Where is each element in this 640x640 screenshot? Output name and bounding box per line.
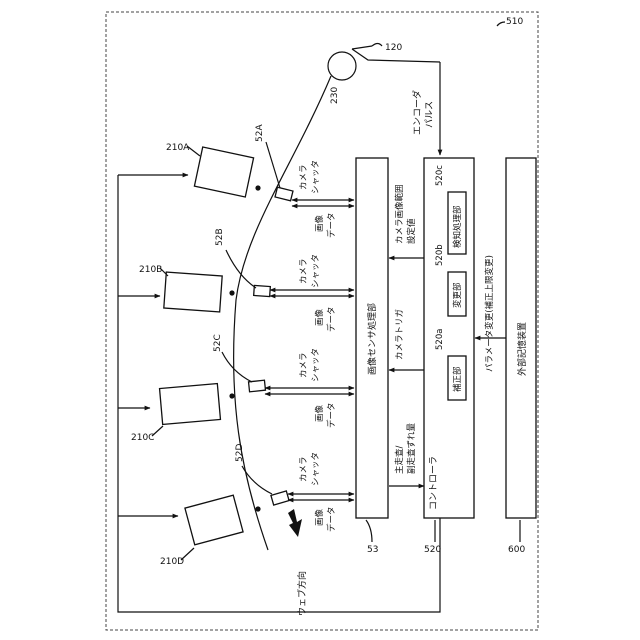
imgdata-label-c-1: 画像 — [314, 404, 325, 422]
shutter-label-d-1: カメラ — [299, 456, 309, 482]
label-210D: 210D — [160, 557, 184, 567]
ref-53: 53 — [367, 545, 378, 555]
shutter-label-a-1: カメラ — [299, 164, 309, 190]
web-point-a — [255, 185, 260, 190]
ref-520a: 520a — [435, 329, 445, 350]
scan-shift-label-1: 主走査/ — [394, 445, 405, 474]
shutter-label-a-2: シャッタ — [311, 160, 321, 194]
controller-label: コントローラ — [428, 456, 439, 510]
web-upper-line — [352, 46, 372, 49]
camera-trigger-label: カメラトリガ — [394, 308, 405, 360]
imgdata-label-a-1: 画像 — [314, 214, 325, 232]
imgdata-label-d-1: 画像 — [314, 508, 325, 526]
ref-520: 520 — [424, 545, 441, 555]
param-change-label: パラメータ変更(補正上限変更) — [484, 255, 495, 372]
imgdata-label-a-2: データ — [326, 212, 337, 238]
shutter-label-d-2: シャッタ — [311, 452, 321, 486]
ref-600: 600 — [508, 545, 525, 555]
camera-210C — [160, 384, 221, 425]
label-210A: 210A — [166, 143, 190, 153]
sensor-52A — [275, 187, 293, 201]
ref-230: 230 — [330, 87, 340, 104]
camera-210D — [185, 495, 243, 545]
web-point-c — [229, 393, 234, 398]
imgdata-label-d-2: データ — [326, 506, 337, 532]
web-point-b — [229, 290, 234, 295]
sensor-52B — [254, 285, 271, 296]
shutter-label-c-1: カメラ — [299, 352, 309, 378]
imgdata-label-c-2: データ — [326, 402, 337, 428]
web-direction-arrow — [288, 509, 302, 537]
scan-shift-label-2: 副走査ずれ量 — [406, 422, 417, 474]
label-52A: 52A — [255, 124, 265, 142]
shutter-label-b-2: シャッタ — [311, 254, 321, 288]
imgdata-label-b-2: データ — [326, 306, 337, 332]
range-setting-label-1: カメラ画像範囲 — [394, 184, 405, 244]
label-52D: 52D — [235, 444, 245, 462]
web-point-d — [255, 506, 260, 511]
shutter-label-b-1: カメラ — [299, 258, 309, 284]
label-52B: 52B — [215, 228, 225, 246]
encoder-pulse-label-2: パルス — [424, 101, 435, 128]
sensor-52D — [271, 491, 289, 505]
web-direction-label: ウェブ方向 — [296, 571, 308, 616]
camera-210B — [164, 272, 222, 312]
ref-520c: 520c — [435, 165, 445, 186]
detection-unit-label: 検知処理部 — [452, 205, 463, 248]
roller-230 — [328, 52, 356, 80]
label-210C: 210C — [131, 433, 154, 443]
image-sensor-processor-label: 画像センサ処理部 — [366, 303, 378, 375]
ref-120: 120 — [385, 43, 402, 53]
encoder-pulse-label-1: エンコーダ — [411, 90, 423, 135]
shutter-label-c-2: シャッタ — [311, 348, 321, 382]
ref-510: 510 — [506, 17, 523, 27]
change-unit-label: 変更部 — [452, 282, 463, 308]
imgdata-label-b-1: 画像 — [314, 308, 325, 326]
label-52C: 52C — [213, 334, 223, 352]
ref-520b: 520b — [435, 244, 445, 266]
correction-unit-label: 補正部 — [452, 366, 463, 392]
external-storage-label: 外部記憶装置 — [516, 322, 528, 376]
range-setting-label-2: 設定値 — [406, 218, 417, 244]
label-210B: 210B — [139, 265, 162, 275]
camera-210A — [194, 147, 253, 197]
